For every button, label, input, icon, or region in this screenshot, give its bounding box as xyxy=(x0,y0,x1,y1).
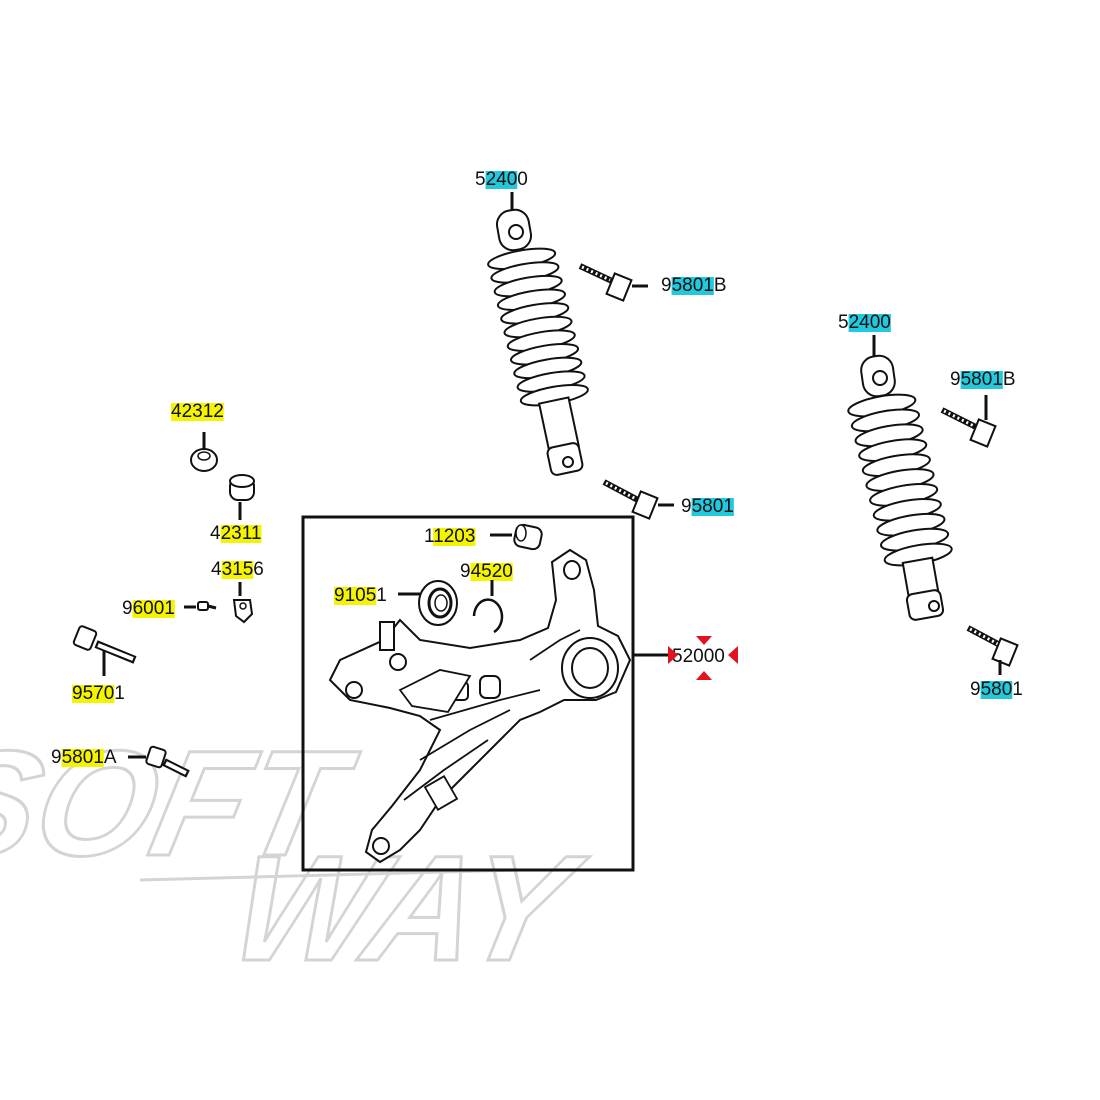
bolt-left-bottom[interactable] xyxy=(602,479,674,520)
label-highlight xyxy=(485,171,518,189)
label-highlight xyxy=(433,528,476,546)
label-highlight xyxy=(171,403,224,421)
label-43156[interactable]: 43156 xyxy=(211,559,264,580)
label-95801a[interactable]: 95801A xyxy=(51,747,117,768)
label-highlight xyxy=(848,314,891,332)
label-highlight xyxy=(220,525,262,543)
label-95801-left[interactable]: 95801 xyxy=(681,496,734,517)
label-highlight xyxy=(334,587,377,605)
bush-11203[interactable] xyxy=(490,523,543,551)
label-52400-left[interactable]: 52400 xyxy=(475,169,528,190)
bolt-95701[interactable] xyxy=(72,625,137,676)
label-91051[interactable]: 91051 xyxy=(334,585,387,606)
label-highlights xyxy=(61,171,1013,767)
label-96001[interactable]: 96001 xyxy=(122,598,175,619)
swingarm-assembly-box[interactable] xyxy=(301,515,668,872)
label-11203[interactable]: 11203 xyxy=(424,526,475,547)
label-highlight xyxy=(671,277,714,295)
label-42312[interactable]: 42312 xyxy=(171,401,224,422)
bush-42311[interactable] xyxy=(229,474,255,520)
watermark: SOFT WAY xyxy=(0,719,598,994)
label-highlight xyxy=(691,498,734,516)
watermark-way: WAY xyxy=(219,826,597,993)
label-highlight xyxy=(960,371,1003,389)
label-94520[interactable]: 94520 xyxy=(460,561,513,582)
label-52400-right[interactable]: 52400 xyxy=(838,312,891,333)
label-95801b-left[interactable]: 95801B xyxy=(661,275,727,296)
watermark-soft: SOFT xyxy=(0,721,368,888)
label-highlight xyxy=(980,681,1013,699)
label-highlight xyxy=(221,561,254,579)
shock-absorber-right[interactable] xyxy=(847,335,954,621)
clip-43156[interactable] xyxy=(232,582,254,624)
label-highlight xyxy=(470,563,513,581)
bolt-95801a[interactable] xyxy=(128,745,190,778)
bearing-91051[interactable] xyxy=(398,580,458,626)
label-52000[interactable]: 52000 xyxy=(672,646,725,667)
label-highlight xyxy=(72,685,115,703)
shock-absorber-left[interactable] xyxy=(487,192,590,476)
label-95801-right[interactable]: 95801 xyxy=(970,679,1023,700)
target-marker-icon xyxy=(668,636,738,680)
screw-96001[interactable] xyxy=(184,601,217,611)
circlip-94520[interactable] xyxy=(472,580,504,634)
label-42311[interactable]: 42311 xyxy=(210,523,261,544)
label-95801b-right[interactable]: 95801B xyxy=(950,369,1016,390)
label-95701[interactable]: 95701 xyxy=(72,683,125,704)
bolt-right-bottom[interactable] xyxy=(966,625,1019,675)
bolt-left-top[interactable] xyxy=(578,263,648,302)
swingarm[interactable] xyxy=(328,548,632,864)
bolt-right-top[interactable] xyxy=(940,395,997,448)
bush-42312[interactable] xyxy=(190,432,218,472)
label-highlight xyxy=(132,600,175,618)
part-labels: 52400 95801B 95801 52400 95801B 95801 42… xyxy=(51,169,1023,768)
label-highlight xyxy=(61,749,104,767)
